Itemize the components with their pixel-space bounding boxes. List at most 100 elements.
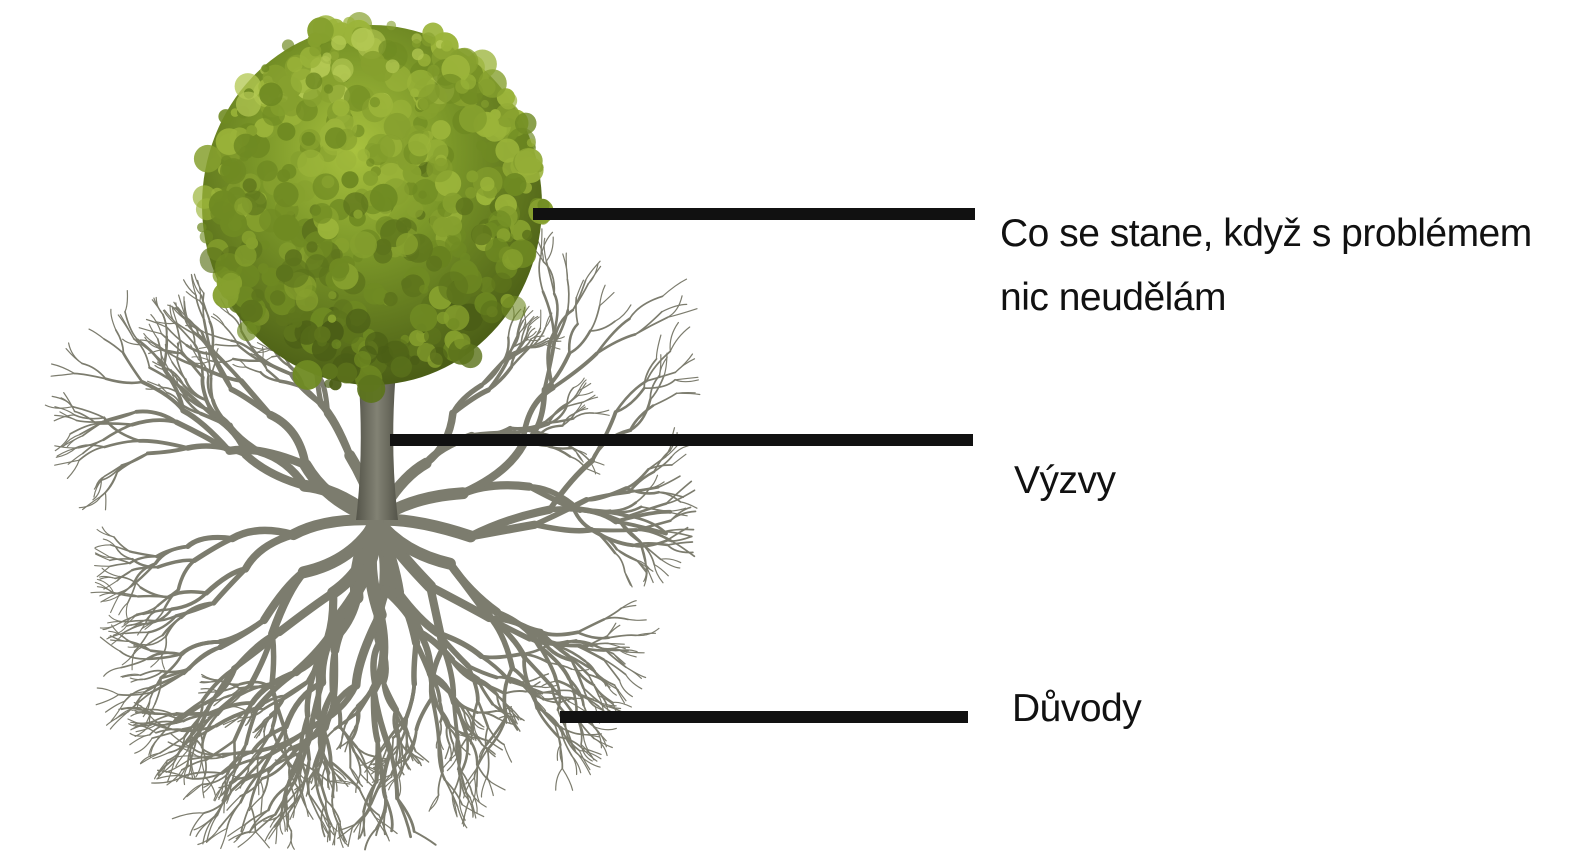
root-branch <box>97 530 114 538</box>
leaf-cluster <box>396 233 418 255</box>
root-branch <box>438 771 442 795</box>
leaf-cluster <box>261 64 269 72</box>
leaf-cluster <box>273 182 298 207</box>
leaf-cluster <box>312 203 333 224</box>
root-branch <box>97 688 118 695</box>
root-branch <box>190 813 204 835</box>
root-branch <box>216 345 238 346</box>
root-branch <box>138 596 168 597</box>
leaf-cluster <box>235 245 257 267</box>
root-branch <box>94 476 104 489</box>
leaf-cluster <box>461 74 477 90</box>
leaf-cluster <box>460 253 470 263</box>
leaf-cluster <box>292 318 302 328</box>
leaf-cluster <box>234 134 258 158</box>
root-branch <box>670 323 678 352</box>
root-branch <box>675 359 694 373</box>
leaf-cluster <box>480 300 503 323</box>
leaf-cluster <box>296 289 318 311</box>
root-branch <box>490 781 505 790</box>
label-reasons: Důvody <box>1012 677 1141 741</box>
leaf-cluster <box>419 285 428 294</box>
root-branch <box>675 377 698 380</box>
root-branch <box>407 684 415 717</box>
root-branch <box>566 253 567 279</box>
leaf-cluster <box>354 351 371 368</box>
root-branch <box>414 643 416 684</box>
leaf-cluster <box>270 290 285 305</box>
root-branch <box>587 492 630 500</box>
root-branch <box>177 713 210 714</box>
leaf-cluster <box>456 198 474 216</box>
root-branch <box>225 327 238 346</box>
root-branch <box>504 745 512 763</box>
leaf-cluster <box>361 51 386 76</box>
root-branch <box>541 632 578 635</box>
root-branch <box>97 423 133 424</box>
root-branch <box>95 545 110 548</box>
leaf-cluster <box>210 201 234 225</box>
leaf-cluster <box>478 69 507 98</box>
leaf-cluster <box>200 230 213 243</box>
leaf-cluster <box>328 291 336 299</box>
root-branch <box>241 805 250 831</box>
root-branch <box>89 329 104 339</box>
leaf-cluster <box>336 363 357 384</box>
root-branch <box>595 727 617 730</box>
leaf-cluster <box>328 315 336 323</box>
root-branch <box>232 707 246 711</box>
root-branch <box>573 280 586 310</box>
root-branch <box>194 815 215 830</box>
leaf-cluster <box>370 184 398 212</box>
root-branch <box>291 831 294 849</box>
root-branch <box>535 525 591 531</box>
root-branch <box>102 568 119 576</box>
leaf-cluster <box>220 280 239 299</box>
root-branch <box>204 779 215 793</box>
root-branch <box>55 446 76 448</box>
root-branch <box>111 545 131 552</box>
root-branch <box>272 634 274 687</box>
root-branch <box>203 293 204 320</box>
root-branch <box>578 632 609 638</box>
root-branch <box>64 393 75 412</box>
leaf-cluster <box>431 120 451 140</box>
leaf-cluster <box>332 99 349 116</box>
leaf-cluster <box>322 176 335 189</box>
leaf-cluster <box>500 92 518 110</box>
root-branch <box>572 669 589 670</box>
root-branch <box>481 654 521 657</box>
leaf-cluster <box>370 97 380 107</box>
leaf-cluster <box>403 164 422 183</box>
root-branch <box>51 374 75 377</box>
leaf-cluster <box>522 230 532 240</box>
leaf-cluster <box>412 48 424 60</box>
tree-foliage <box>193 12 554 403</box>
root-branch <box>477 745 486 768</box>
root-branch <box>481 777 487 798</box>
root-branch <box>477 711 496 713</box>
leaf-cluster <box>257 160 278 181</box>
root-branch <box>55 460 79 465</box>
root-branch <box>562 768 572 790</box>
leaf-cluster <box>259 83 283 107</box>
root-branch <box>176 756 197 757</box>
leaf-cluster <box>481 100 489 108</box>
leaf-cluster <box>314 326 331 343</box>
root-branch <box>660 355 661 376</box>
leaf-cluster <box>341 171 358 188</box>
leaf-cluster <box>237 321 257 341</box>
root-branch <box>110 563 130 566</box>
leaf-cluster <box>418 84 447 113</box>
root-branch <box>130 552 157 557</box>
root-branch <box>139 328 161 334</box>
root-branch <box>609 635 636 638</box>
leaf-cluster <box>515 148 542 175</box>
root-branch <box>125 291 127 312</box>
leaf-cluster <box>353 210 362 219</box>
root-branch <box>95 566 110 567</box>
root-branch <box>97 566 110 576</box>
root-branch <box>546 445 570 456</box>
root-branch <box>96 695 118 705</box>
